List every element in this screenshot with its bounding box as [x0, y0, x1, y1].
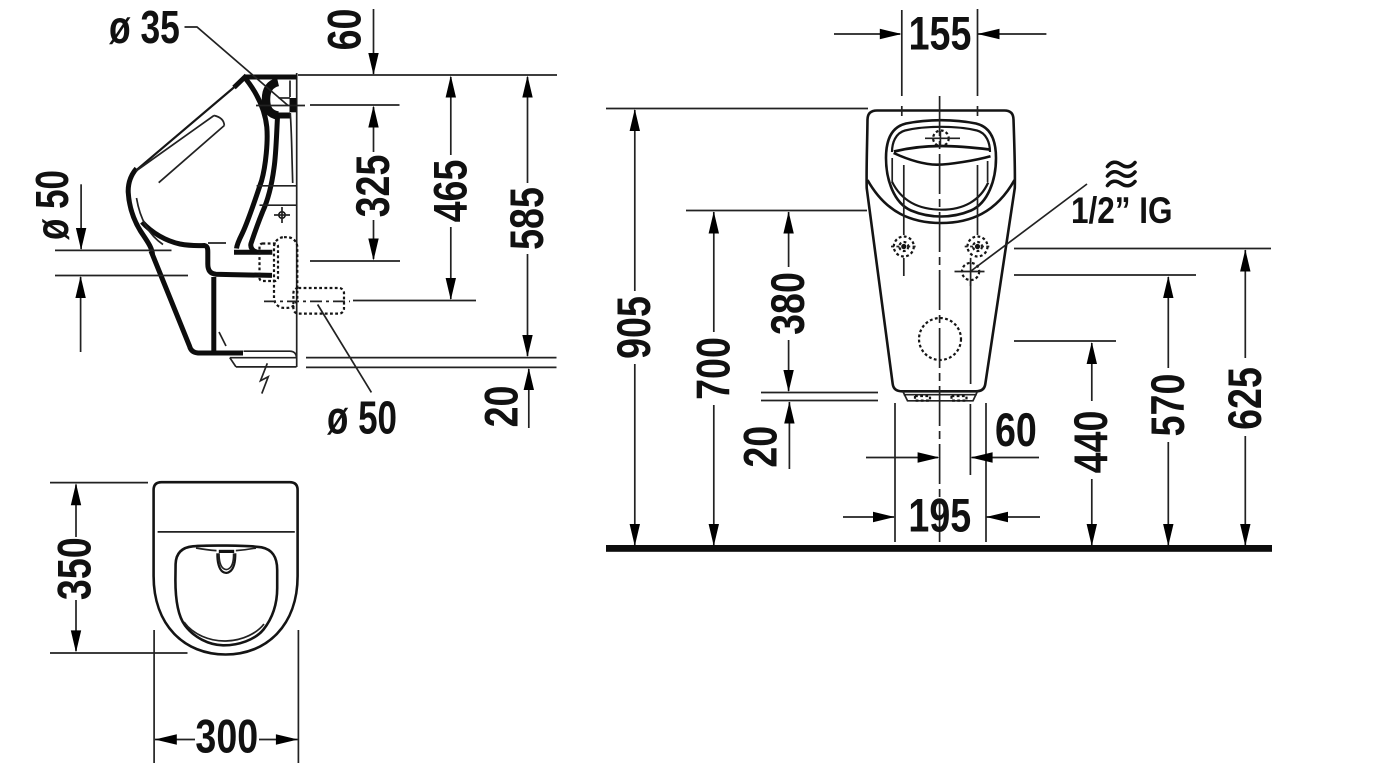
svg-text:905: 905	[608, 296, 661, 359]
svg-text:570: 570	[1142, 374, 1195, 437]
svg-text:585: 585	[501, 187, 554, 250]
svg-text:380: 380	[762, 272, 815, 335]
svg-text:350: 350	[49, 537, 102, 600]
svg-text:300: 300	[195, 711, 258, 764]
svg-text:ø 50: ø 50	[327, 392, 397, 444]
svg-text:625: 625	[1219, 367, 1272, 430]
svg-text:60: 60	[319, 9, 372, 51]
svg-text:440: 440	[1065, 411, 1118, 474]
svg-text:ø 35: ø 35	[109, 2, 180, 54]
svg-text:325: 325	[347, 155, 400, 218]
svg-text:155: 155	[909, 7, 972, 60]
svg-text:20: 20	[734, 426, 787, 468]
svg-text:60: 60	[995, 404, 1037, 457]
svg-text:700: 700	[687, 337, 740, 400]
svg-text:195: 195	[908, 490, 971, 543]
svg-text:ø 50: ø 50	[26, 170, 78, 240]
svg-text:1/2” IG: 1/2” IG	[1071, 191, 1173, 232]
svg-text:20: 20	[475, 386, 528, 428]
svg-text:465: 465	[424, 160, 477, 223]
